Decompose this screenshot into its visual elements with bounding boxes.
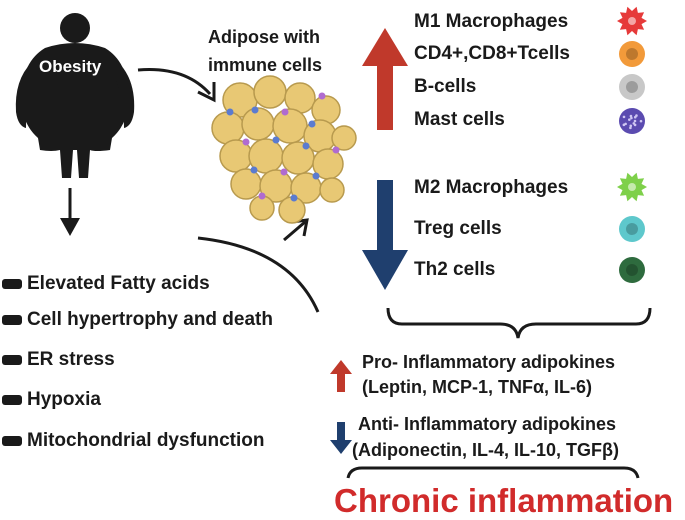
immune-cell-dot-icon [250,166,258,174]
cell-label-mast: Mast cells [414,109,505,130]
immune-cell-dot-icon [332,146,340,154]
fat-cell-icon [278,196,306,224]
immune-cell-dot-icon [251,106,259,114]
bullet-icon [2,315,22,325]
fat-cell-icon [331,125,357,151]
immune-cell-dot-icon [242,138,250,146]
fat-cell-icon [249,195,275,221]
treg-cell-icon [619,216,645,242]
immune-cell-dot-icon [302,142,310,150]
cell-label-th2: Th2 cells [414,259,496,280]
immune-cell-dot-icon [281,108,289,116]
immune-cell-dot-icon [226,108,234,116]
immune-cell-dot-icon [290,194,298,202]
pro-inflammatory-title: Pro- Inflammatory adipokines [362,352,616,372]
bullet-icon [2,436,22,446]
cell-label-m1: M1 Macrophages [414,11,569,32]
bullet-icon [2,395,22,405]
arrow-causes-to-adipose [197,218,320,313]
t-cell-icon [619,41,645,67]
adipose-label-line2: immune cells [208,55,323,75]
immune-cell-dot-icon [272,136,280,144]
decrease-arrow-icon [362,180,408,290]
outcome-title: Chronic inflammation [334,482,674,519]
bullet-icon [2,355,22,365]
adipose-tissue-icon [211,75,357,224]
cause-label: Cell hypertrophy and death [27,309,273,330]
m1-macrophage-icon [617,6,647,36]
cause-label: Mitochondrial dysfunction [27,430,265,451]
fat-cell-icon [253,75,287,109]
cell-label-treg: Treg cells [414,218,502,239]
obesity-label: Obesity [39,57,102,76]
bullet-icon [2,279,22,289]
pro-inflammatory-items: (Leptin, MCP-1, TNFα, IL-6) [362,377,593,397]
arrow-down-from-person [60,188,80,236]
immune-cell-dot-icon [280,168,288,176]
cell-label-m2: M2 Macrophages [414,177,569,198]
fat-cell-icon [211,111,245,145]
arrow-to-adipose [137,68,216,103]
immune-cell-dot-icon [312,172,320,180]
mast-cell-icon [619,108,645,134]
adipose-label-line1: Adipose with [208,27,320,47]
anti-inflammatory-down-arrow-icon [330,422,352,454]
b-cell-icon [619,74,645,100]
th2-cell-icon [619,257,645,283]
pro-inflammatory-up-arrow-icon [330,360,352,392]
m2-macrophage-icon [617,172,647,202]
cause-label: Hypoxia [27,389,101,410]
immune-cell-dot-icon [258,192,266,200]
cause-label: Elevated Fatty acids [27,273,210,294]
immune-cell-dot-icon [308,120,316,128]
immune-cell-dot-icon [318,92,326,100]
brace-icon [386,307,652,339]
cell-label-t-cells: CD4+,CD8+Tcells [414,43,570,64]
anti-inflammatory-items: (Adiponectin, IL-4, IL-10, TGFβ) [352,440,619,460]
increase-arrow-icon [362,28,408,130]
cell-label-b-cells: B-cells [414,76,477,97]
cause-label: ER stress [27,349,115,370]
fat-cell-icon [230,168,262,200]
fat-cell-icon [241,107,275,141]
adipokines-brace-icon [346,466,640,479]
fat-cell-icon [319,177,345,203]
person-silhouette-icon [15,13,135,178]
anti-inflammatory-title: Anti- Inflammatory adipokines [358,414,617,434]
